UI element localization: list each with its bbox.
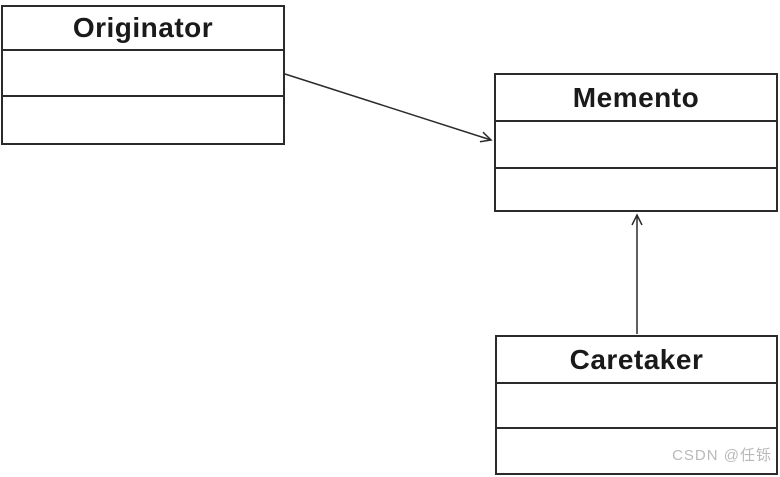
caretaker-attributes-compartment	[497, 384, 776, 429]
class-name-memento: Memento	[496, 75, 776, 122]
originator-methods-compartment	[3, 97, 283, 143]
originator-attributes-compartment	[3, 51, 283, 97]
memento-attributes-compartment	[496, 122, 776, 169]
memento-methods-compartment	[496, 169, 776, 210]
watermark: CSDN @任铄	[672, 447, 772, 464]
arrow-originator-to-memento	[284, 73, 493, 143]
class-box-memento: Memento	[494, 73, 778, 212]
class-box-caretaker: Caretaker	[495, 335, 778, 475]
class-name-originator: Originator	[3, 7, 283, 51]
class-name-caretaker: Caretaker	[497, 337, 776, 384]
class-box-originator: Originator	[1, 5, 285, 145]
